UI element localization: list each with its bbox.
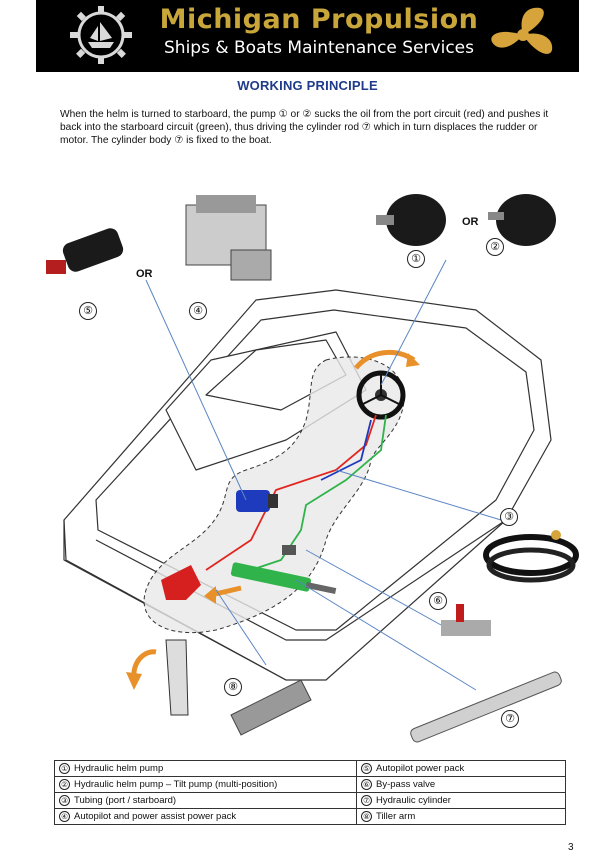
gear-ship-logo-icon <box>70 6 132 64</box>
legend-cell: ⑦ Hydraulic cylinder <box>356 792 566 809</box>
propeller-icon <box>491 7 553 54</box>
brand-subtitle: Ships & Boats Maintenance Services <box>164 38 474 58</box>
callout-1: ① <box>407 250 425 268</box>
legend-text: Autopilot and power assist power pack <box>74 810 237 822</box>
power-pack-5-photo <box>46 228 124 274</box>
legend-cell: ⑧ Tiller arm <box>356 808 566 825</box>
callout-4: ④ <box>189 302 207 320</box>
hydraulic-cylinder-7-photo <box>410 671 562 743</box>
page-number: 3 <box>568 842 574 853</box>
bypass-valve-6-photo <box>441 604 491 636</box>
legend-number: ③ <box>59 794 70 806</box>
intro-paragraph: When the helm is turned to starboard, th… <box>60 109 549 146</box>
legend-row: ③ Tubing (port / starboard) ⑦ Hydraulic cy… <box>54 792 566 809</box>
callout-3: ③ <box>500 508 518 526</box>
legend-number: ⑥ <box>361 778 372 790</box>
legend-text: Tubing (port / starboard) <box>74 794 177 806</box>
callout-7: ⑦ <box>501 710 519 728</box>
legend-cell: ⑤ Autopilot power pack <box>356 760 566 777</box>
tubing-3-photo <box>483 530 579 583</box>
legend-row: ④ Autopilot and power assist power pack ⑧… <box>54 808 566 825</box>
starboard-circuit-line <box>235 414 387 576</box>
section-title: WORKING PRINCIPLE <box>237 78 378 93</box>
legend-cell: ⑥ By-pass valve <box>356 776 566 793</box>
legend-text: Hydraulic helm pump – Tilt pump (multi-p… <box>74 778 278 790</box>
legend-text: By-pass valve <box>376 778 436 790</box>
rudder-icon <box>165 639 189 716</box>
legend-cell: ① Hydraulic helm pump <box>54 760 357 777</box>
brand-title: Michigan Propulsion <box>159 4 479 35</box>
legend-text: Autopilot power pack <box>376 762 465 774</box>
legend-cell: ④ Autopilot and power assist power pack <box>54 808 357 825</box>
or-label-helm-pumps: OR <box>462 216 479 228</box>
legend-number: ④ <box>59 810 70 822</box>
legend-number: ② <box>59 778 70 790</box>
helm-pump-1-photo <box>376 194 446 246</box>
legend-text: Hydraulic helm pump <box>74 762 164 774</box>
legend-cell: ② Hydraulic helm pump – Tilt pump (multi-… <box>54 776 357 793</box>
callout-2: ② <box>486 238 504 256</box>
brand-header: Michigan Propulsion Ships & Boats Mainte… <box>36 0 579 72</box>
legend-number: ⑧ <box>361 810 372 822</box>
hydraulic-cylinder-icon <box>230 562 337 595</box>
legend-text: Hydraulic cylinder <box>376 794 451 806</box>
boat-illustration <box>46 194 579 743</box>
steering-wheel-icon <box>356 370 406 420</box>
bypass-valve-icon <box>282 545 296 555</box>
legend-number: ① <box>59 762 70 774</box>
helm-pump-2-photo <box>488 194 556 246</box>
legend-row: ① Hydraulic helm pump ⑤ Autopilot power pa… <box>54 760 566 777</box>
legend-text: Tiller arm <box>376 810 416 822</box>
component-legend-table: ① Hydraulic helm pump ⑤ Autopilot power pa… <box>54 760 566 825</box>
or-label-power-packs: OR <box>136 268 153 280</box>
power-pack-4-photo <box>185 195 272 281</box>
legend-number: ⑦ <box>361 794 372 806</box>
port-circuit-line <box>205 414 377 571</box>
tiller-arm-icon <box>161 565 201 600</box>
callout-8: ⑧ <box>224 678 242 696</box>
callout-6: ⑥ <box>429 592 447 610</box>
legend-number: ⑤ <box>361 762 372 774</box>
legend-row: ② Hydraulic helm pump – Tilt pump (multi-… <box>54 776 566 793</box>
callout-5: ⑤ <box>79 302 97 320</box>
hydraulic-steering-diagram: ① ② ③ ④ ⑤ ⑥ ⑦ ⑧ OR OR <box>36 160 579 758</box>
legend-cell: ③ Tubing (port / starboard) <box>54 792 357 809</box>
tiller-arm-8-photo <box>230 679 312 736</box>
